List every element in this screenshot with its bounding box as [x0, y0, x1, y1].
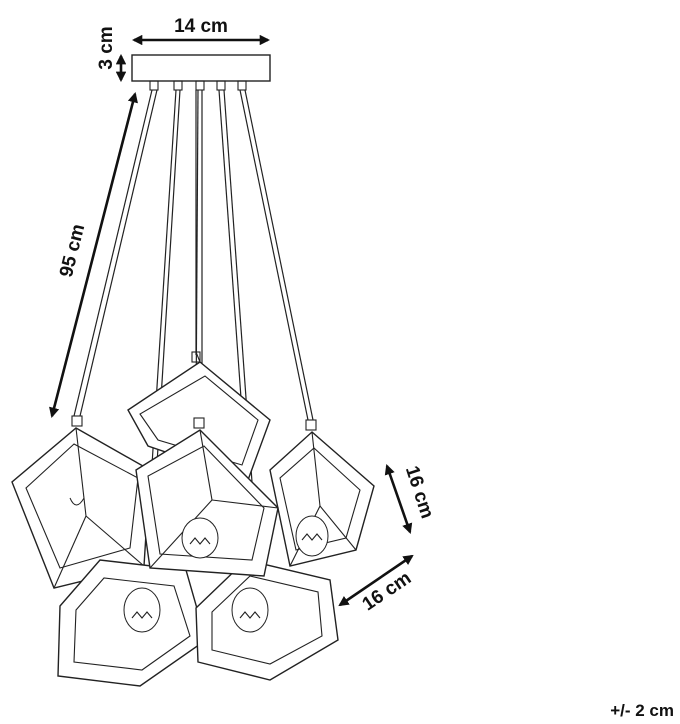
suspension-cables	[73, 89, 314, 497]
dimension-canopy-height: 3 cm	[96, 26, 127, 83]
lamp-cube-right	[269, 419, 375, 567]
lamp-cube-back	[127, 351, 271, 481]
lamp-cube-bottom-right	[195, 559, 339, 681]
dimension-cube-height: 16 cm	[384, 463, 438, 534]
dimension-canopy-width: 14 cm	[131, 16, 271, 46]
lamp-cube-left	[11, 415, 151, 589]
canopy-height-label: 3 cm	[96, 26, 117, 69]
lamp-cube-bottom-left	[57, 559, 207, 687]
cube-height-label: 16 cm	[401, 463, 438, 521]
dimension-cube-width: 16 cm	[338, 554, 415, 616]
ceiling-canopy	[131, 54, 271, 91]
canopy-width-label: 14 cm	[174, 16, 228, 37]
dimension-cable-length: 95 cm	[49, 91, 138, 419]
cable-length-label: 95 cm	[56, 222, 89, 279]
tolerance-note: +/- 2 cm	[610, 701, 674, 720]
lamp-cube-front	[135, 417, 279, 577]
cube-width-label: 16 cm	[359, 568, 415, 616]
